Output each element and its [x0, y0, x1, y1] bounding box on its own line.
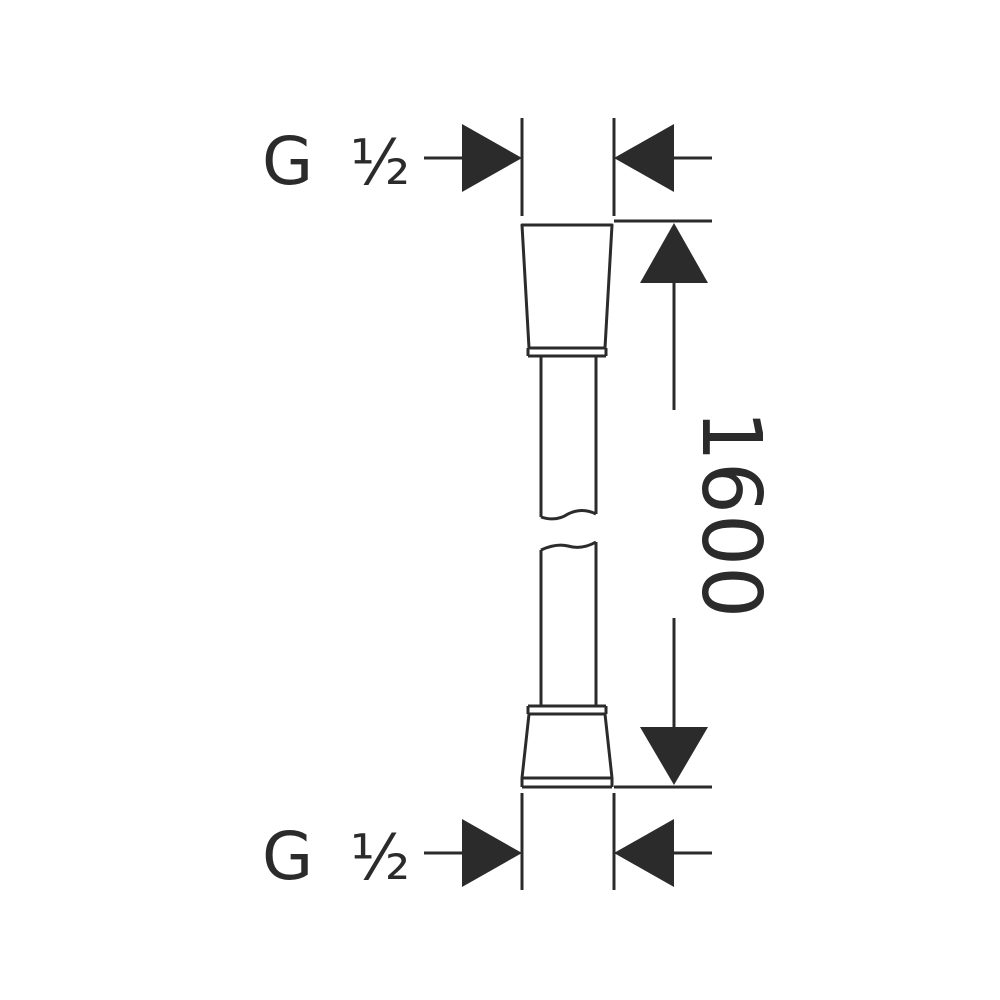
- bottom-right-arrowhead: [614, 819, 674, 887]
- top-thread-size: ½: [350, 126, 410, 199]
- top-thread-callout: G ½: [262, 118, 712, 216]
- length-top-arrowhead: [640, 223, 708, 283]
- top-left-arrowhead: [462, 124, 522, 192]
- top-thread-letter: G: [262, 123, 313, 200]
- hose-body: [520, 223, 614, 789]
- top-nut: [520, 223, 614, 350]
- bottom-thread-letter: G: [262, 818, 313, 895]
- top-right-arrowhead: [614, 124, 674, 192]
- length-value: 1600: [683, 410, 778, 619]
- bottom-thread-callout: G ½: [262, 793, 712, 895]
- length-bottom-arrowhead: [640, 727, 708, 785]
- bottom-left-arrowhead: [462, 819, 522, 887]
- hose-upper-segment: [539, 356, 598, 521]
- bottom-nut: [520, 712, 614, 780]
- hose-lower-segment: [539, 540, 598, 706]
- length-dimension: 1600: [614, 219, 778, 789]
- bottom-thread-size: ½: [350, 821, 410, 894]
